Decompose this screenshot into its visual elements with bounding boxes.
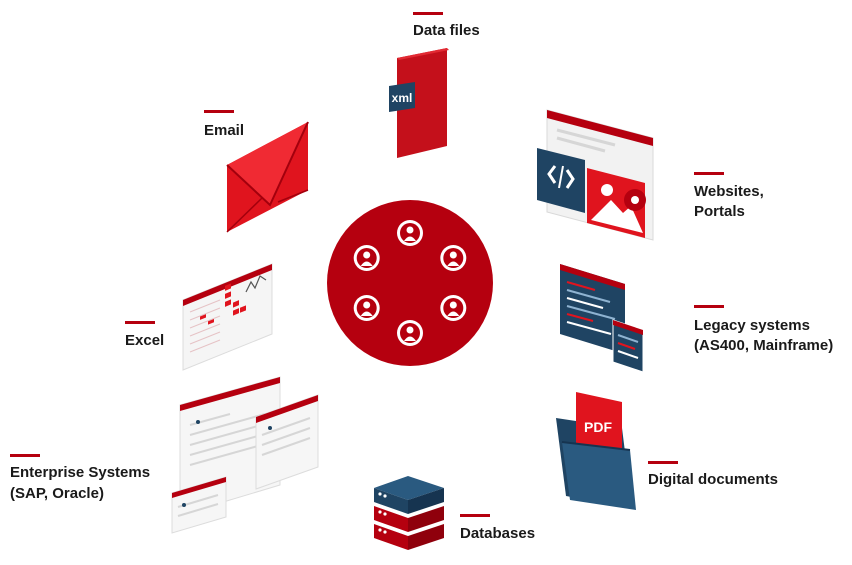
spreadsheet-icon [182, 263, 273, 371]
person-icon [397, 220, 423, 246]
label-enterprise-line1: Enterprise Systems [10, 464, 151, 481]
label-databases: Databases [460, 525, 536, 542]
enterprise-dashboard-icon [171, 376, 319, 534]
label-legacy-line1: Legacy systems [694, 317, 810, 334]
label-data-files: Data files [413, 22, 480, 39]
code-terminal-icon [560, 264, 644, 373]
label-digital-documents: Digital documents [648, 471, 779, 488]
accent-bar [648, 461, 678, 464]
pdf-tag: PDF [584, 419, 612, 435]
person-icon [440, 245, 467, 271]
accent-bar [413, 12, 443, 15]
pdf-folder-icon: PDF [556, 392, 636, 510]
accent-bar [460, 514, 490, 517]
person-icon [440, 295, 467, 321]
label-email: Email [204, 122, 245, 139]
label-enterprise-line2: (SAP, Oracle) [10, 485, 104, 502]
xml-tag: xml [392, 91, 413, 105]
person-icon [353, 245, 380, 271]
website-window-icon [537, 109, 654, 241]
accent-bar [125, 321, 155, 324]
envelope-icon [226, 121, 309, 233]
label-websites-line1: Websites, [694, 183, 764, 200]
person-icon [353, 295, 380, 321]
xml-file-icon: xml [389, 48, 449, 158]
label-legacy-line2: (AS400, Mainframe) [694, 337, 834, 354]
accent-bar [694, 305, 724, 308]
accent-bar [694, 172, 724, 175]
person-icon [397, 320, 423, 346]
database-stack-icon [374, 476, 444, 550]
accent-bar [10, 454, 40, 457]
accent-bar [204, 110, 234, 113]
hub-people-icon [327, 200, 493, 366]
label-websites-line2: Portals [694, 203, 745, 220]
label-excel: Excel [125, 332, 165, 349]
